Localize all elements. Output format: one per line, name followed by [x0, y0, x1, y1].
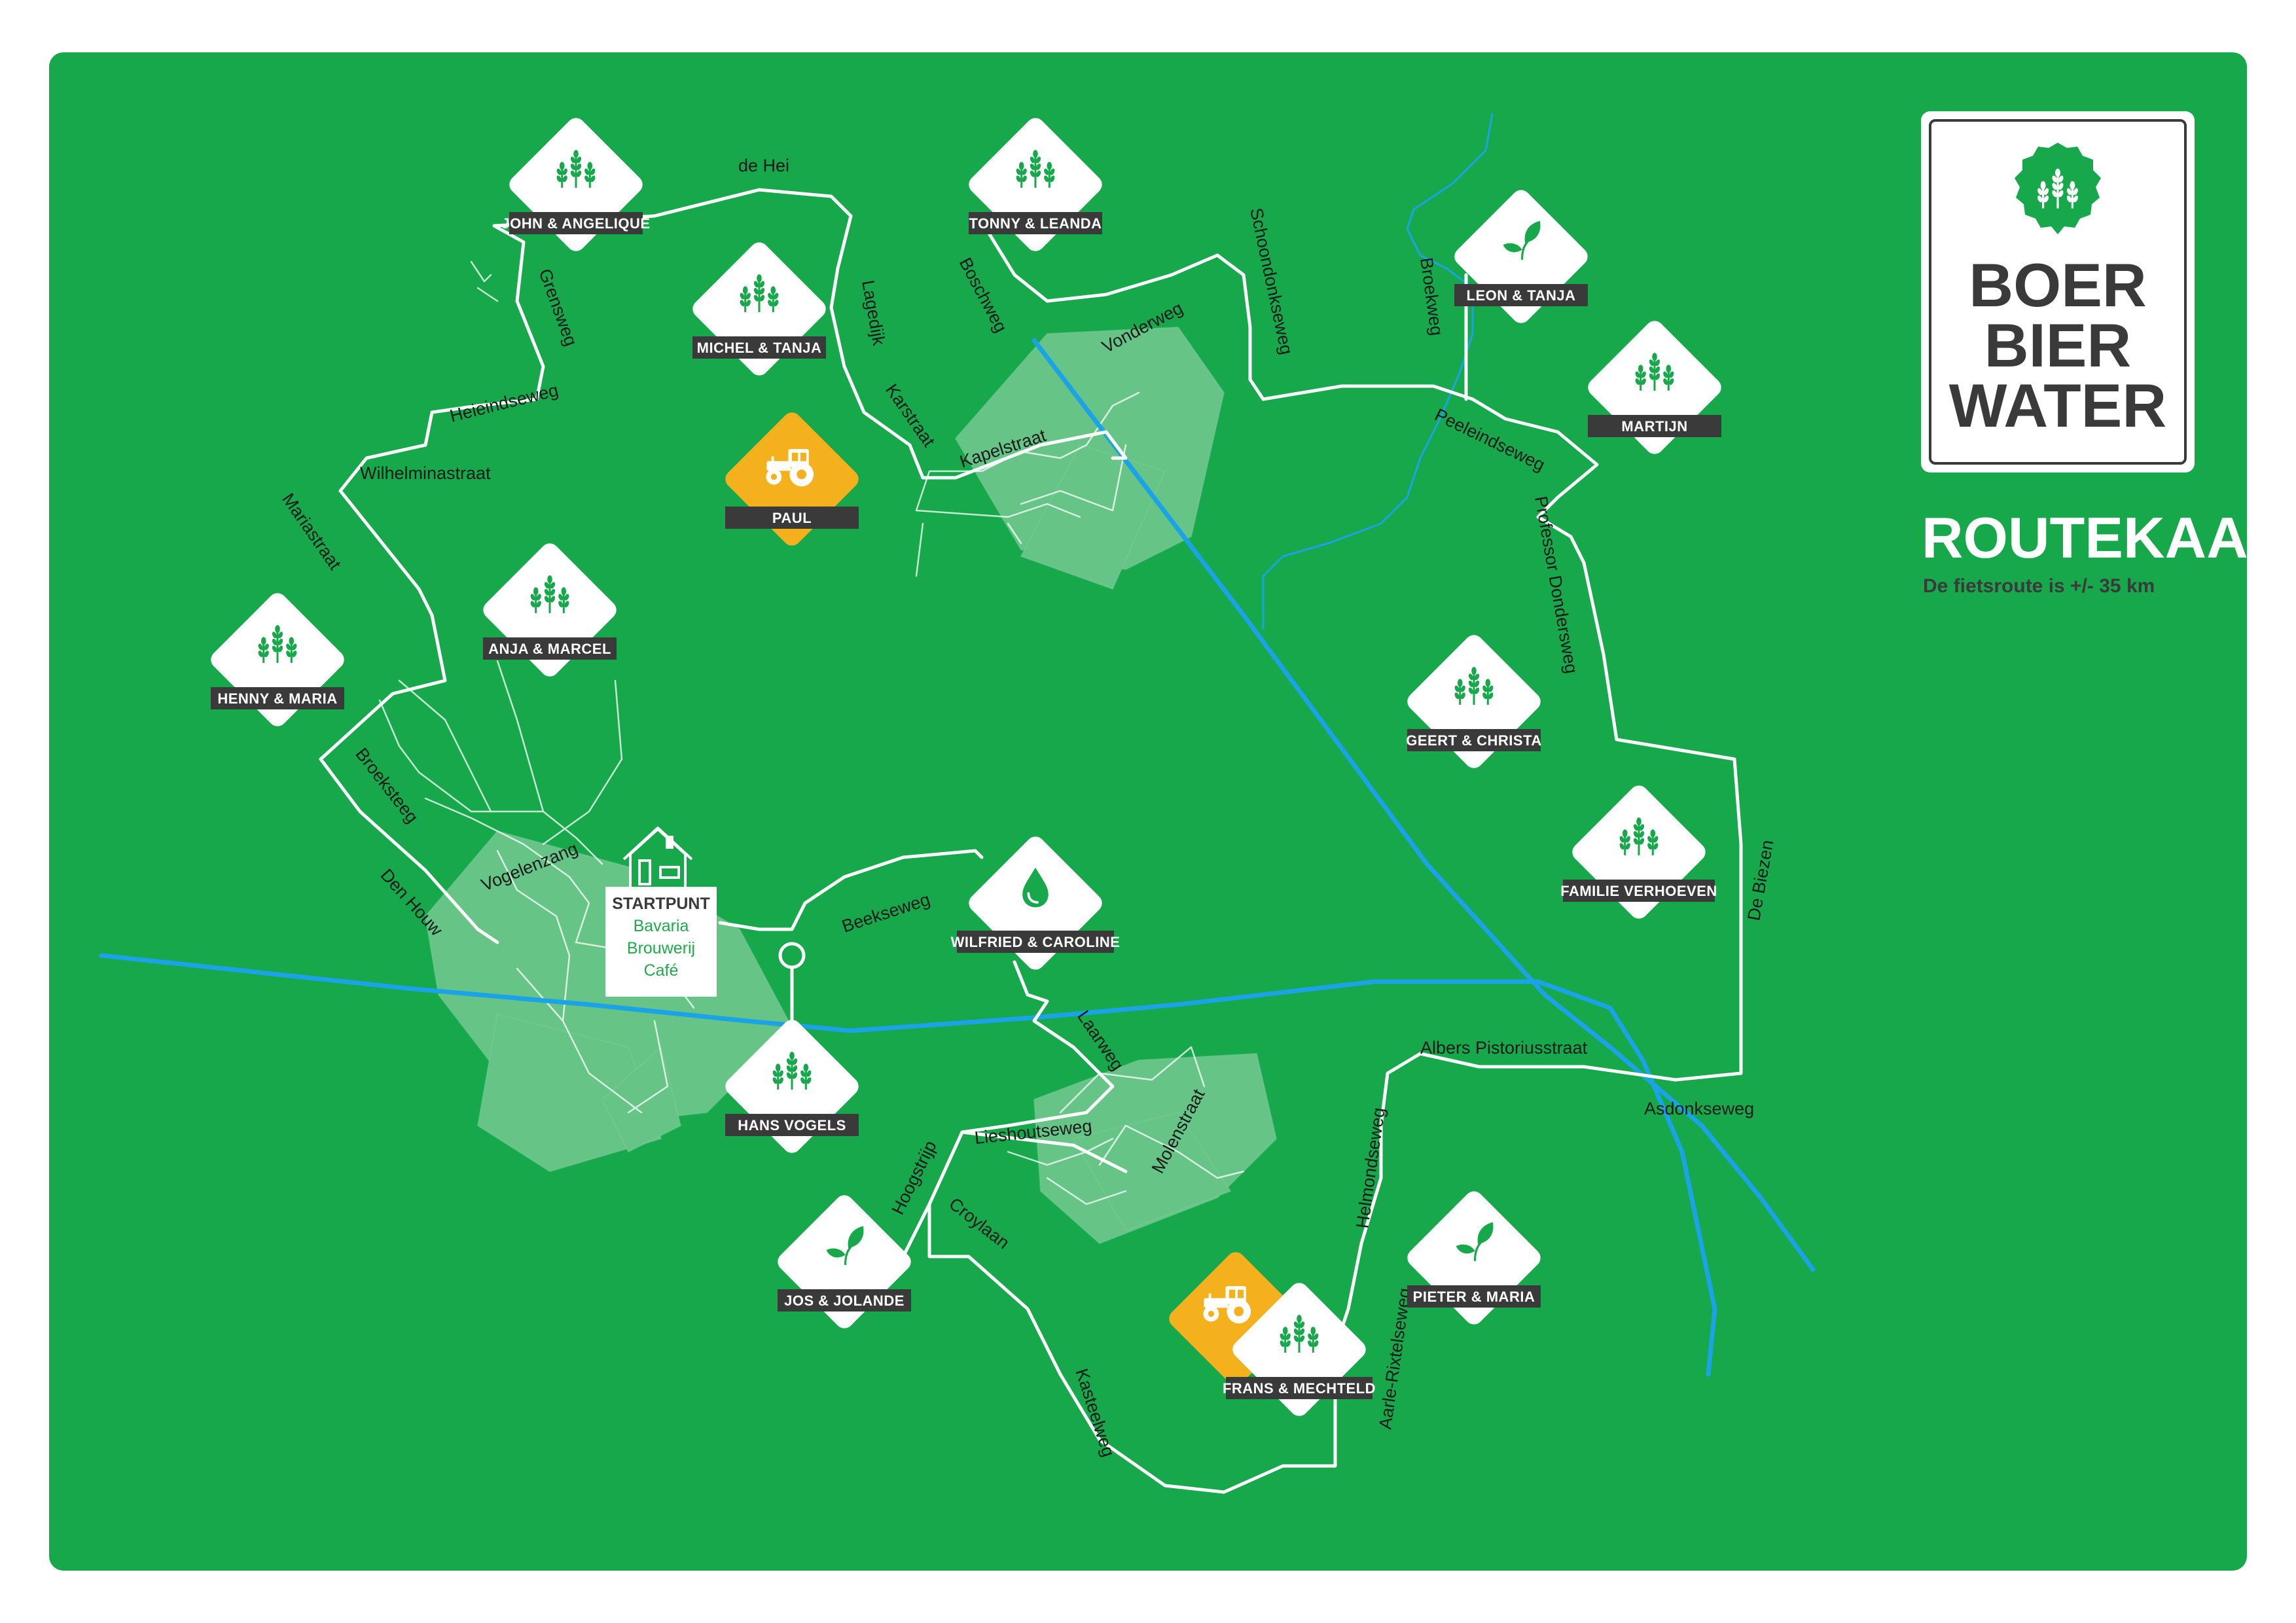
- stop-leon-tanja[interactable]: LEON & TANJA: [1451, 187, 1592, 327]
- stop-label: MARTIJN: [1621, 418, 1687, 435]
- stop-frans-mechteld[interactable]: FRANS & MECHTELD: [1223, 1279, 1376, 1420]
- stop-label: PAUL: [772, 510, 812, 526]
- local-streets: [378, 260, 1245, 1205]
- stop-paul[interactable]: PAUL: [722, 409, 863, 550]
- stop-label: WILFRIED & CAROLINE: [951, 934, 1121, 950]
- logo-line: WATER: [1949, 371, 2166, 440]
- startpoint-card: [605, 887, 717, 997]
- startpoint[interactable]: STARTPUNT Bavaria Brouwerij Café: [605, 827, 717, 997]
- stop-martijn[interactable]: MARTIJN: [1585, 317, 1725, 458]
- stop-label: TONNY & LEANDA: [969, 215, 1102, 232]
- village-areas: [424, 326, 1278, 1245]
- cycling-route: [319, 188, 1743, 1494]
- stop-michel-tanja[interactable]: MICHEL & TANJA: [689, 239, 830, 380]
- stop-wilfried-caroline[interactable]: WILFRIED & CAROLINE: [951, 833, 1121, 974]
- road-label: de Hei: [738, 156, 789, 175]
- road-label: Albers Pistoriusstraat: [1420, 1038, 1588, 1058]
- stop-tonny-leanda[interactable]: TONNY & LEANDA: [965, 115, 1106, 255]
- stop-jos-jolande[interactable]: JOS & JOLANDE: [774, 1192, 915, 1332]
- stop-label: GEERT & CHRISTA: [1406, 732, 1542, 749]
- startpoint-line: Café: [644, 961, 679, 980]
- wheat-seal-icon: [2015, 143, 2101, 234]
- house-icon: [622, 827, 693, 887]
- road-label: Wilhelminastraat: [360, 463, 491, 483]
- roundabout: [778, 942, 806, 969]
- stop-label: MICHEL & TANJA: [697, 340, 822, 356]
- stop-familie-verhoeven[interactable]: FAMILIE VERHOEVEN: [1560, 782, 1717, 923]
- startpoint-line: Bavaria: [634, 917, 689, 935]
- logo-line: BOER: [1969, 251, 2147, 319]
- stop-label: JOHN & ANGELIQUE: [501, 215, 650, 232]
- map-subtitle: De fietsroute is +/- 35 km: [1923, 575, 2155, 597]
- map-title: ROUTEKAART: [1922, 505, 2296, 570]
- stop-anja-marcel[interactable]: ANJA & MARCEL: [480, 540, 620, 681]
- stop-label: HANS VOGELS: [738, 1117, 846, 1133]
- water-lines: [99, 338, 1816, 1377]
- stop-label: FRANS & MECHTELD: [1223, 1380, 1376, 1397]
- startpoint-line: Brouwerij: [627, 939, 695, 957]
- stop-geert-christa[interactable]: GEERT & CHRISTA: [1404, 632, 1545, 772]
- stop-pieter-maria[interactable]: PIETER & MARIA: [1404, 1188, 1545, 1329]
- stop-john-angelique[interactable]: JOHN & ANGELIQUE: [501, 115, 650, 255]
- stops: JOHN & ANGELIQUE TONNY & LEANDA MICHEL &…: [207, 115, 1725, 1420]
- map-background: [49, 52, 2247, 1571]
- stop-label: ANJA & MARCEL: [488, 641, 611, 657]
- stop-hans-vogels[interactable]: HANS VOGELS: [722, 1016, 863, 1157]
- stop-label: JOS & JOLANDE: [784, 1293, 905, 1309]
- stop-label: PIETER & MARIA: [1413, 1289, 1535, 1305]
- stop-henny-maria[interactable]: HENNY & MARIA: [207, 590, 348, 730]
- stop-label: FAMILIE VERHOEVEN: [1560, 883, 1717, 899]
- road-label: Asdonkseweg: [1644, 1099, 1754, 1118]
- stop-label: HENNY & MARIA: [217, 690, 337, 707]
- logo-line: BIER: [1984, 311, 2132, 380]
- logo: BOER BIER WATER: [1921, 111, 2195, 473]
- stop-label: LEON & TANJA: [1467, 287, 1576, 304]
- startpoint-title: STARTPUNT: [612, 895, 710, 913]
